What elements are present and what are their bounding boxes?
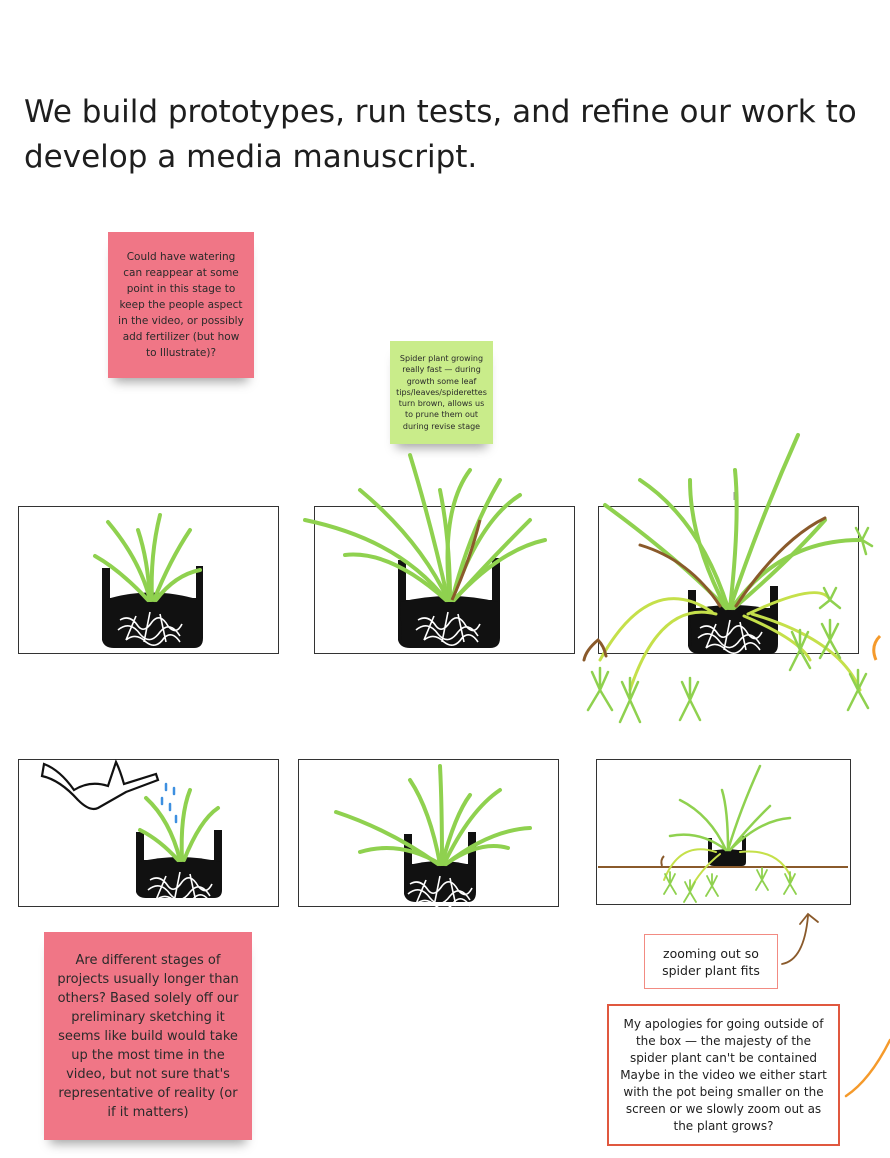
- sticky-note-watering: Could have watering can reappear at some…: [108, 232, 254, 378]
- storyboard-frame-5: [298, 759, 559, 907]
- arrow-zoom-note: [781, 912, 819, 965]
- plant-sketch-small: [93, 513, 203, 648]
- plant-sketch-medium: [334, 764, 532, 911]
- sticky-note-stages-text: Are different stages of projects usually…: [57, 952, 239, 1120]
- note-zooming-out: zooming out so spider plant fits: [644, 934, 778, 989]
- sticky-note-growing-text: Spider plant growing really fast — durin…: [396, 354, 487, 431]
- storyboard-frame-6: [596, 759, 851, 905]
- sticky-note-stages: Are different stages of projects usually…: [44, 932, 252, 1140]
- plant-sketch-large: [582, 433, 882, 724]
- plant-sketch-growing: [303, 453, 547, 648]
- storyboard-frame-1: [18, 506, 279, 654]
- sticky-note-growing: Spider plant growing really fast — durin…: [390, 341, 493, 444]
- note-apologies: My apologies for going outside of the bo…: [607, 1004, 840, 1146]
- plant-sketch-watered: [136, 788, 222, 907]
- storyboard-frame-4: [18, 759, 279, 907]
- plant-sketch-zoomed-out: [598, 764, 848, 903]
- sticky-note-watering-text: Could have watering can reappear at some…: [118, 251, 244, 359]
- page-heading: We build prototypes, run tests, and refi…: [24, 94, 857, 175]
- note-apologies-text: My apologies for going outside of the bo…: [620, 1016, 827, 1133]
- arrow-orange-curve: [844, 1038, 890, 1098]
- watering-can-sketch: [40, 759, 178, 824]
- note-zooming-out-text: zooming out so spider plant fits: [662, 945, 760, 978]
